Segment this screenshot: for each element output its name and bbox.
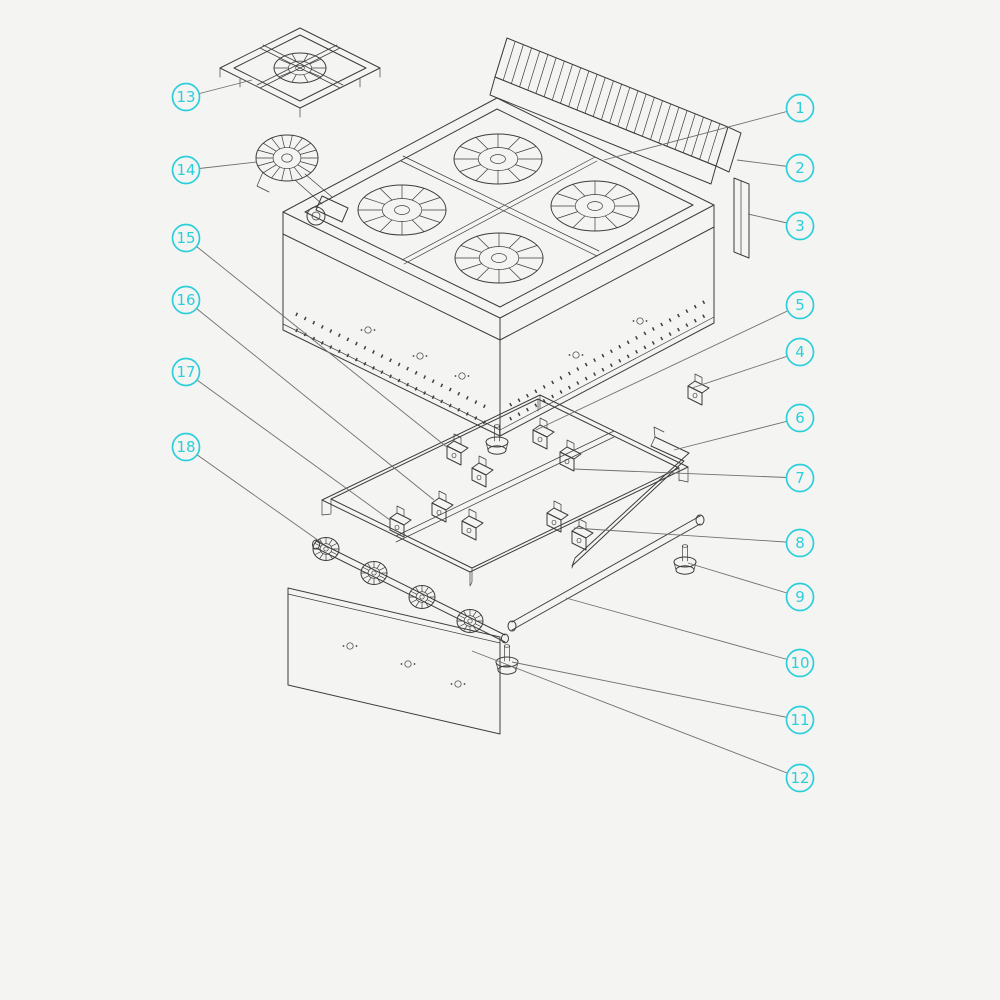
support-rail — [571, 426, 690, 569]
side-trim-panel — [733, 177, 750, 259]
callout-circle-10 — [785, 648, 815, 678]
callout-circle-18 — [171, 432, 201, 462]
callout-circle-6 — [785, 403, 815, 433]
callout-12: 12 — [785, 763, 815, 793]
leader-line-11 — [511, 661, 801, 721]
callout-14: 14 — [171, 155, 201, 185]
callout-number-17: 17 — [176, 363, 195, 381]
leader-line-5 — [535, 304, 801, 431]
callout-5: 5 — [785, 290, 815, 320]
pan-support-grate — [219, 27, 381, 118]
burner-body — [255, 134, 319, 182]
leader-line-6 — [673, 417, 801, 451]
leader-line-10 — [565, 597, 801, 664]
callout-number-4: 4 — [795, 343, 805, 361]
igniter-disc — [306, 206, 326, 226]
leader-line-8 — [573, 527, 801, 544]
callout-11: 11 — [785, 705, 815, 735]
burner-assembly — [255, 134, 349, 226]
callout-circle-3 — [785, 211, 815, 241]
callout-circle-1 — [785, 93, 815, 123]
callout-16: 16 — [171, 285, 201, 315]
callout-10: 10 — [785, 648, 815, 678]
callout-circle-13 — [171, 82, 201, 112]
callout-7: 7 — [785, 463, 815, 493]
leader-line-12 — [471, 650, 801, 779]
callout-number-3: 3 — [795, 217, 805, 235]
control-knobs — [312, 537, 484, 633]
gas-manifold — [312, 537, 509, 644]
main-body — [282, 97, 715, 437]
callout-circle-17 — [171, 357, 201, 387]
callout-6: 6 — [785, 403, 815, 433]
callout-number-13: 13 — [176, 88, 195, 106]
lower-frame — [321, 394, 689, 587]
callout-circle-4 — [785, 337, 815, 367]
callout-4: 4 — [785, 337, 815, 367]
front-panel — [287, 587, 501, 735]
callout-1: 1 — [785, 93, 815, 123]
callout-number-11: 11 — [790, 711, 809, 729]
callout-number-12: 12 — [790, 769, 809, 787]
gas-supply-pipe — [507, 514, 705, 632]
callout-circle-11 — [785, 705, 815, 735]
leader-lines — [185, 79, 801, 779]
vent-hatching — [494, 37, 729, 167]
callout-circle-2 — [785, 153, 815, 183]
leader-line-7 — [572, 468, 801, 479]
panel-screw-marks — [342, 642, 466, 688]
callout-circle-9 — [785, 582, 815, 612]
body-screw-marks — [360, 317, 648, 380]
callout-number-5: 5 — [795, 296, 805, 314]
grate-center-ring — [273, 52, 327, 84]
leader-line-4 — [691, 351, 801, 389]
callout-number-7: 7 — [795, 469, 805, 487]
leader-line-9 — [687, 562, 801, 598]
leader-line-16 — [185, 299, 435, 501]
callout-number-14: 14 — [176, 161, 195, 179]
callout-17: 17 — [171, 357, 201, 387]
callout-circle-8 — [785, 528, 815, 558]
callout-9: 9 — [785, 582, 815, 612]
leader-line-15 — [185, 237, 449, 449]
burner-heads — [357, 133, 640, 284]
rear-vent-panel — [489, 37, 742, 185]
callout-3: 3 — [785, 211, 815, 241]
callout-15: 15 — [171, 223, 201, 253]
leader-line-18 — [185, 446, 323, 544]
callout-2: 2 — [785, 153, 815, 183]
callout-circle-15 — [171, 223, 201, 253]
adjustable-feet — [485, 424, 697, 675]
callout-number-8: 8 — [795, 534, 805, 552]
leader-line-1 — [603, 107, 801, 161]
callout-13: 13 — [171, 82, 201, 112]
callout-circle-12 — [785, 763, 815, 793]
callout-circle-5 — [785, 290, 815, 320]
callout-circle-7 — [785, 463, 815, 493]
callout-circle-14 — [171, 155, 201, 185]
mounting-brackets — [389, 373, 710, 551]
callout-18: 18 — [171, 432, 201, 462]
callout-number-1: 1 — [795, 99, 805, 117]
callout-number-16: 16 — [176, 291, 195, 309]
leader-line-17 — [185, 371, 391, 521]
callout-number-18: 18 — [176, 438, 195, 456]
callout-number-6: 6 — [795, 409, 805, 427]
callout-number-10: 10 — [790, 654, 809, 672]
callout-number-9: 9 — [795, 588, 805, 606]
callout-circle-16 — [171, 285, 201, 315]
callout-number-2: 2 — [795, 159, 805, 177]
callout-8: 8 — [785, 528, 815, 558]
callout-number-15: 15 — [176, 229, 195, 247]
